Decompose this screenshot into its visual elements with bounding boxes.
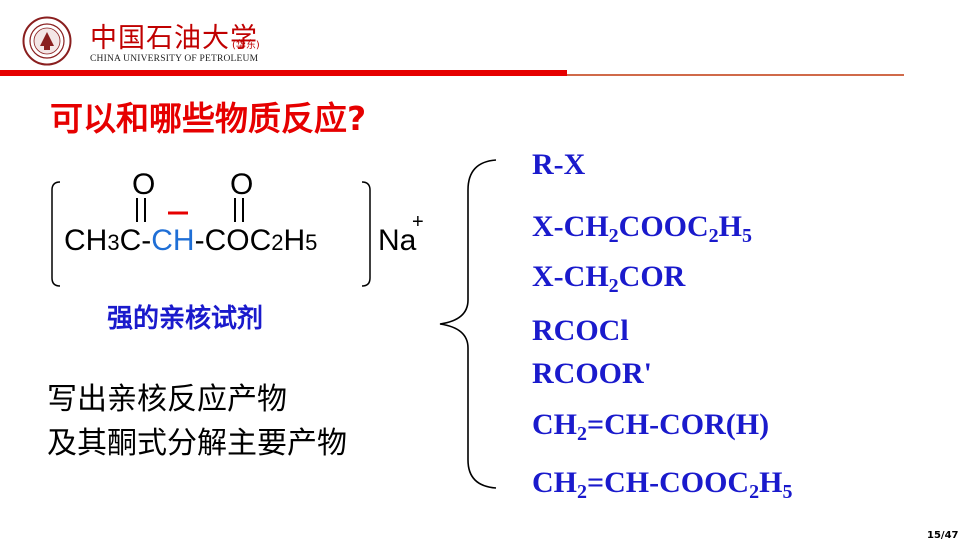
header-red-bar [0, 70, 567, 76]
reagent-3: X-CH2COR [532, 260, 686, 297]
reagent-4: RCOCl [532, 314, 629, 347]
reagent-5: RCOOR' [532, 357, 652, 390]
task-line-1: 写出亲核反应产物 [47, 382, 287, 417]
page-number: 15/47 [927, 530, 959, 541]
university-logo-icon [22, 16, 72, 66]
reagent-1: R-X [532, 148, 586, 181]
task-line-2: 及其酮式分解主要产物 [47, 426, 347, 461]
formula-main: CH3C-CH-COC2H5 [64, 224, 317, 257]
left-bracket [51, 181, 61, 287]
oxygen-2: O [230, 168, 253, 201]
brand-english-name: CHINA UNIVERSITY OF PETROLEUM [90, 54, 259, 64]
curly-brace [439, 159, 497, 489]
reagent-6: CH2=CH-COR(H) [532, 408, 770, 445]
task-text: 写出亲核反应产物 及其酮式分解主要产物 [47, 378, 347, 466]
reagent-2: X-CH2COOC2H5 [532, 210, 752, 247]
slide-title: 可以和哪些物质反应? [50, 99, 367, 138]
nucleophile-label: 强的亲核试剂 [107, 304, 264, 334]
brand-campus: (华东) [232, 40, 260, 51]
right-bracket [361, 181, 371, 287]
header-thin-line [567, 74, 904, 76]
sodium-cation: Na [378, 224, 417, 257]
positive-charge: + [412, 211, 424, 233]
oxygen-1: O [132, 168, 155, 201]
brand-chinese-name: 中国石油大学 [90, 23, 258, 54]
reagent-7: CH2=CH-COOC2H5 [532, 466, 793, 503]
